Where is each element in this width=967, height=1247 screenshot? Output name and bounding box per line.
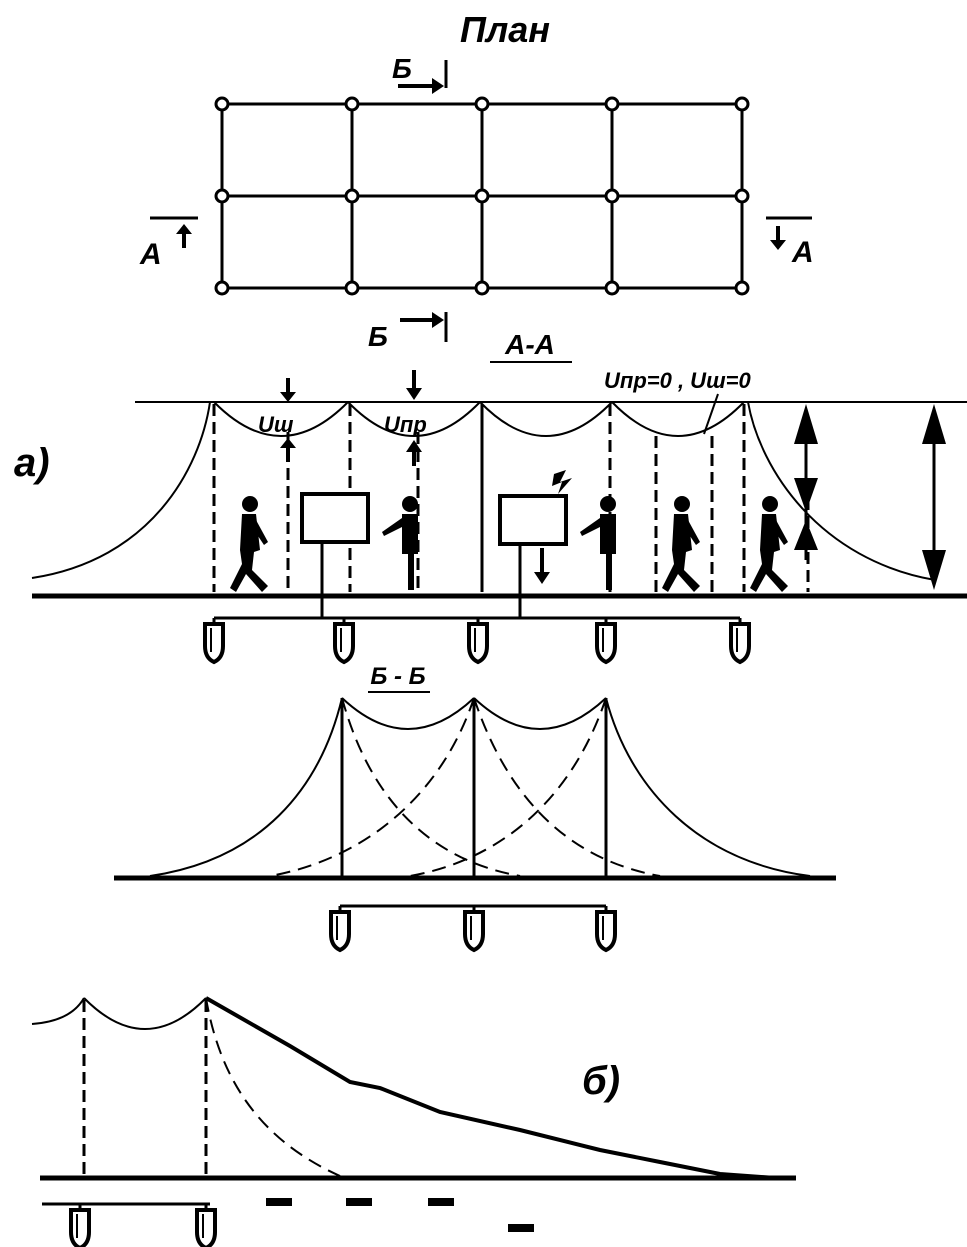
step-voltage-marker: Uш [258, 378, 296, 462]
panel-b-electrodes [69, 1208, 217, 1247]
panel-a-label: а) [14, 441, 50, 485]
walking-person-icon [230, 496, 268, 592]
section-marker-b-bottom: Б [368, 312, 448, 352]
section-bb-ground [114, 875, 836, 912]
equipment-enclosure-1 [300, 492, 370, 596]
plan-electrode-nodes [214, 96, 750, 296]
svg-text:А: А [791, 236, 814, 269]
section-aa-ground [32, 593, 967, 624]
section-aa-electrodes [203, 622, 751, 664]
walking-person-icon [662, 496, 700, 592]
svg-text:Uш: Uш [258, 412, 294, 437]
section-marker-a-left: А [139, 216, 198, 271]
panel-b-ground [40, 1175, 796, 1232]
lightning-bolt-icon [552, 470, 572, 494]
equipment-enclosure-2 [498, 470, 572, 596]
section-marker-a-right: А [766, 216, 814, 269]
section-bb-electrodes [329, 910, 617, 952]
section-aa-title: А-А [504, 329, 555, 360]
standing-person-icon [382, 496, 418, 590]
plan-grid [214, 96, 750, 296]
svg-text:Uпр=0 , Uш=0: Uпр=0 , Uш=0 [604, 368, 751, 393]
panel-b-label: б) [582, 1059, 620, 1103]
walking-person-icon [750, 496, 788, 592]
section-marker-b-top: Б [392, 53, 448, 94]
svg-text:А: А [139, 238, 162, 271]
panel-b-potential-curve [31, 996, 777, 1180]
zero-voltage-note: Uпр=0 , Uш=0 [604, 368, 751, 435]
svg-text:Uпр: Uпр [384, 412, 427, 437]
touch-voltage-marker: Uпр [384, 370, 427, 466]
section-bb-potential-curve [149, 697, 811, 877]
svg-text:Б: Б [392, 53, 412, 84]
potential-height-arrows [794, 404, 946, 590]
standing-person-icon [580, 496, 616, 590]
svg-text:Б: Б [368, 321, 388, 352]
section-aa-potential-curve [31, 401, 967, 581]
plan-title: План [460, 9, 550, 50]
section-bb-title: Б - Б [370, 663, 425, 690]
